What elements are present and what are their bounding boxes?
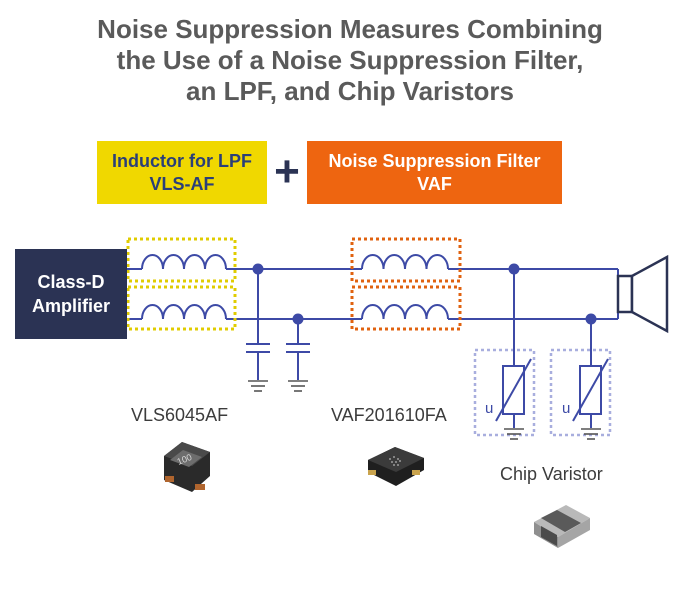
- plus-sign: +: [274, 147, 300, 196]
- varistor-symbol-label-1: u: [485, 400, 493, 417]
- capacitors: [246, 269, 310, 380]
- lpf-inductor-label-box: Inductor for LPF VLS-AF: [97, 141, 267, 204]
- vls-part-label: VLS6045AF: [131, 405, 229, 425]
- vaf-box-line-1: Noise Suppression Filter: [328, 150, 541, 171]
- amplifier-line-2: Amplifier: [31, 296, 110, 316]
- amplifier-line-1: Class-D: [37, 272, 105, 292]
- vaf-inductor-bottom: [361, 304, 449, 320]
- noise-filter-label-box: Noise Suppression Filter VAF: [307, 141, 562, 204]
- title-line-3: an LPF, and Chip Varistors: [186, 76, 514, 106]
- varistors: [495, 269, 609, 428]
- capacitor-grounds: [248, 380, 308, 392]
- lpf-outline-bottom: [126, 285, 237, 331]
- vaf-inductor-top: [361, 254, 449, 270]
- vaf-dot-pattern: [389, 456, 401, 466]
- varistor-outline-1: [473, 348, 536, 437]
- title-line-1: Noise Suppression Measures Combining: [97, 14, 603, 44]
- title-line-2: the Use of a Noise Suppression Filter,: [116, 45, 584, 75]
- vaf-box-line-2: VAF: [417, 173, 452, 194]
- junction-dots: [252, 263, 597, 325]
- lpf-inductor-top: [141, 254, 227, 270]
- class-d-amplifier-block: Class-D Amplifier: [15, 249, 127, 339]
- vaf-outline-top: [350, 237, 462, 283]
- inductor-coils: [141, 254, 449, 320]
- lpf-outline-top: [126, 237, 237, 283]
- lpf-box-line-2: VLS-AF: [149, 173, 215, 194]
- varistor-grounds: [504, 428, 601, 440]
- chip-varistor-label: Chip Varistor: [500, 464, 603, 484]
- vls-component-image: [164, 442, 210, 492]
- speaker-icon: [616, 254, 669, 334]
- varistor-symbol-label-2: u: [562, 400, 570, 417]
- lpf-box-line-1: Inductor for LPF: [112, 150, 252, 171]
- chip-varistor-component-image: [534, 505, 590, 548]
- diagram-title: Noise Suppression Measures Combining the…: [0, 14, 700, 107]
- lpf-inductor-bottom: [141, 304, 227, 320]
- vaf-part-label: VAF201610FA: [331, 405, 447, 425]
- vaf-component-image: [368, 447, 424, 486]
- vaf-outline-bottom: [350, 285, 462, 331]
